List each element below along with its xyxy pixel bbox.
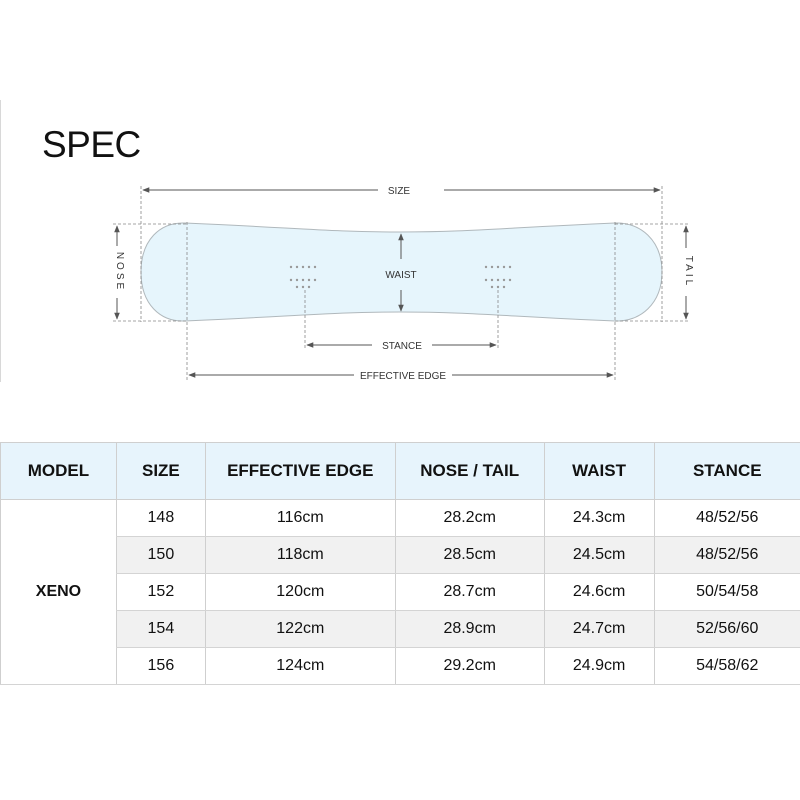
cell-effective-edge: 122cm — [204, 610, 396, 648]
cell-size: 156 — [115, 647, 206, 685]
cell-nose-tail: 28.5cm — [394, 536, 545, 574]
cell-size: 152 — [115, 573, 206, 611]
left-divider — [0, 100, 1, 382]
cell-waist: 24.7cm — [543, 610, 655, 648]
header-model: MODEL — [0, 442, 117, 500]
binding-inserts-tail — [484, 265, 512, 289]
cell-stance: 52/56/60 — [653, 610, 800, 648]
guide-lines — [113, 186, 690, 380]
cell-waist: 24.6cm — [543, 573, 655, 611]
model-cell: XENO — [0, 499, 117, 685]
cell-effective-edge: 124cm — [204, 647, 396, 685]
cell-stance: 50/54/58 — [653, 573, 800, 611]
cell-stance: 48/52/56 — [653, 536, 800, 574]
stance-label: STANCE — [382, 341, 422, 352]
waist-label: WAIST — [385, 270, 416, 281]
table-row: XENO 148 116cm 28.2cm 24.3cm 48/52/56 — [0, 499, 800, 685]
cell-nose-tail: 28.9cm — [394, 610, 545, 648]
table-header-row: MODEL SIZE EFFECTIVE EDGE NOSE / TAIL WA… — [0, 442, 800, 500]
cell-size: 148 — [115, 499, 206, 537]
cell-effective-edge: 116cm — [204, 499, 396, 537]
page-title: SPEC — [42, 124, 141, 165]
header-waist: WAIST — [543, 442, 655, 500]
header-effective-edge: EFFECTIVE EDGE — [204, 442, 396, 500]
size-label: SIZE — [388, 186, 411, 197]
snowboard-dimension-diagram: SIZE WAIST STANCE EFFECTIVE EDGE NOSE TA… — [113, 186, 694, 382]
table-row: 156 124cm 29.2cm 24.9cm 54/58/62 — [1, 647, 800, 685]
tail-label: TAIL — [683, 256, 694, 288]
header-nose-tail: NOSE / TAIL — [394, 442, 545, 500]
cell-waist: 24.3cm — [543, 499, 655, 537]
cell-nose-tail: 29.2cm — [394, 647, 545, 685]
cell-size: 150 — [115, 536, 206, 574]
header-size: SIZE — [115, 442, 206, 500]
cell-size: 154 — [115, 610, 206, 648]
header-stance: STANCE — [653, 442, 800, 500]
binding-inserts-nose — [289, 265, 317, 289]
cell-stance: 54/58/62 — [653, 647, 800, 685]
table-row: 150 118cm 28.5cm 24.5cm 48/52/56 — [1, 536, 800, 574]
cell-waist: 24.9cm — [543, 647, 655, 685]
nose-label: NOSE — [114, 252, 125, 292]
cell-effective-edge: 120cm — [204, 573, 396, 611]
table-row: 152 120cm 28.7cm 24.6cm 50/54/58 — [1, 573, 800, 611]
cell-stance: 48/52/56 — [653, 499, 800, 537]
table-row: 154 122cm 28.9cm 24.7cm 52/56/60 — [1, 610, 800, 648]
cell-nose-tail: 28.2cm — [394, 499, 545, 537]
spec-table: MODEL SIZE EFFECTIVE EDGE NOSE / TAIL WA… — [0, 442, 800, 685]
cell-effective-edge: 118cm — [204, 536, 396, 574]
cell-nose-tail: 28.7cm — [394, 573, 545, 611]
effective-edge-label: EFFECTIVE EDGE — [360, 371, 446, 382]
cell-waist: 24.5cm — [543, 536, 655, 574]
